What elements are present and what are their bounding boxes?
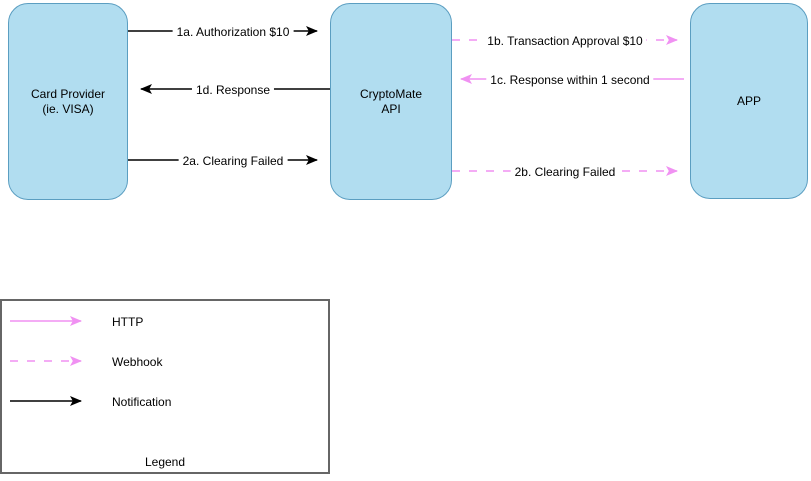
flow-label-2a: 2a. Clearing Failed bbox=[178, 154, 288, 168]
flow-label-2b: 2b. Clearing Failed bbox=[510, 165, 620, 179]
legend-box bbox=[0, 299, 330, 474]
actor-cryptomate-api: CryptoMate API bbox=[330, 3, 452, 200]
legend-item-http: HTTP bbox=[112, 315, 144, 329]
legend-item-webhook: Webhook bbox=[112, 355, 163, 369]
legend-title: Legend bbox=[144, 455, 186, 469]
legend-item-notification: Notification bbox=[112, 395, 172, 409]
flow-label-1c: 1c. Response within 1 second bbox=[486, 73, 654, 87]
actor-cryptomate-api-label: CryptoMate API bbox=[359, 86, 423, 116]
actor-card-provider-label: Card Provider (ie. VISA) bbox=[30, 86, 106, 116]
flow-label-1a: 1a. Authorization $10 bbox=[172, 25, 294, 39]
flow-label-1b: 1b. Transaction Approval $10 bbox=[483, 34, 647, 48]
flow-label-1d: 1d. Response bbox=[191, 83, 275, 97]
actor-app-label: APP bbox=[736, 93, 761, 108]
actor-card-provider: Card Provider (ie. VISA) bbox=[8, 3, 128, 200]
actor-app: APP bbox=[690, 3, 808, 199]
